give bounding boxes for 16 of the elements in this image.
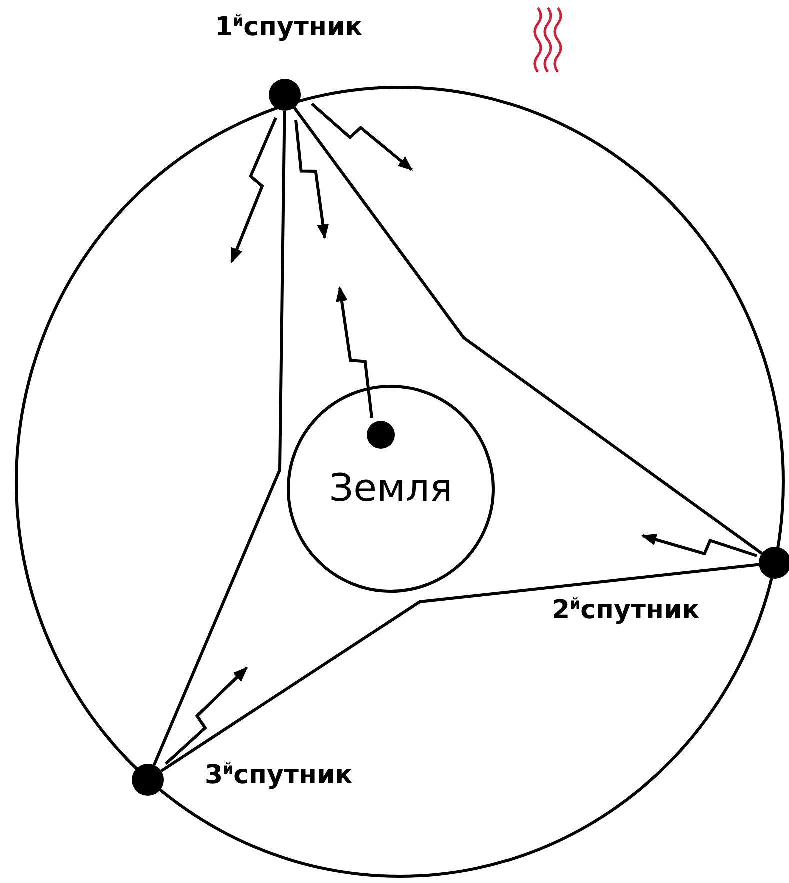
earth-label: Земля (328, 466, 454, 510)
earth-circle (287, 385, 495, 593)
satellite-label: 3$^{й}$спутник (205, 762, 353, 789)
signal-arrow (336, 286, 374, 418)
signal-arrow (311, 102, 414, 172)
satellite-label: 2$^{й}$спутник (552, 597, 700, 624)
tangent-line (293, 107, 763, 555)
tangent-line (160, 563, 760, 772)
signal-arrow (294, 120, 330, 240)
signal-arrow (230, 117, 278, 264)
signal-arrow (642, 534, 758, 558)
satellite-label: 1$^{й}$спутник (215, 14, 363, 41)
satellite-dot (269, 79, 301, 111)
signal-arrow (165, 666, 248, 766)
tangent-line (152, 110, 286, 766)
satellite-dot (759, 547, 789, 579)
